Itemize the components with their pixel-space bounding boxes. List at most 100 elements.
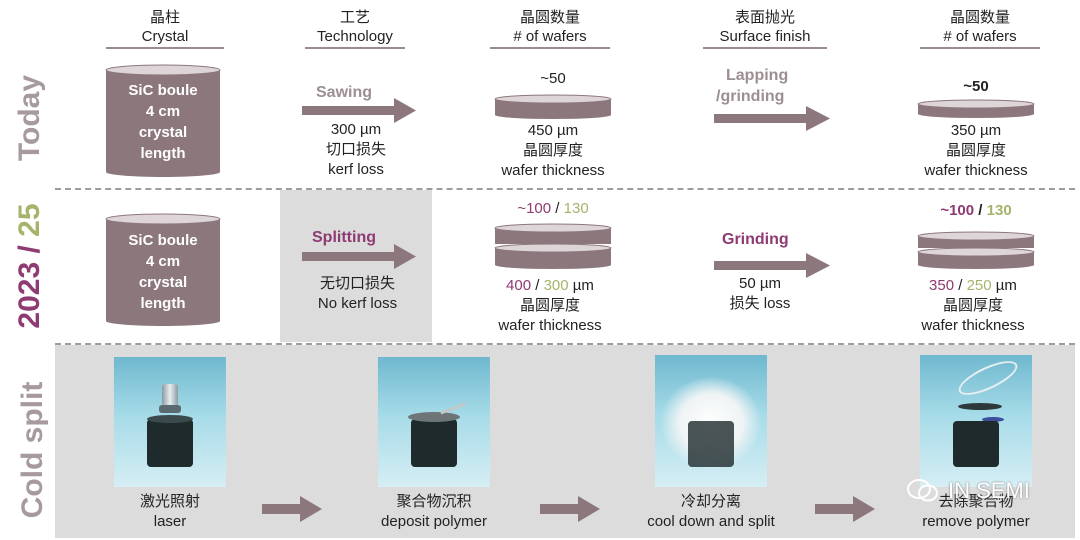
step-en: cool down and split: [647, 513, 775, 530]
boule-line: SiC boule: [128, 82, 198, 99]
wafer-edge: [982, 417, 1004, 422]
final-thickness-future: 350 / 250 µm 晶圆厚度 wafer thickness: [893, 276, 1053, 336]
header-surface: 表面抛光 Surface finish: [695, 8, 835, 49]
step-en: remove polymer: [922, 513, 1030, 530]
puck-top: [147, 415, 193, 423]
process-sawing: Sawing: [316, 84, 373, 101]
wafer-count-today: ~50: [540, 70, 566, 87]
split-wafer: [958, 403, 1002, 410]
thickness-line: 晶圆厚度: [522, 142, 583, 159]
header-technology-cn: 工艺: [339, 9, 370, 26]
header-wafers-1-cn: 晶圆数量: [519, 9, 580, 26]
laser-lens: [159, 405, 181, 413]
header-technology: 工艺 Technology: [295, 8, 415, 49]
step-cn: 聚合物沉积: [396, 493, 472, 510]
thickness-b: 250: [966, 277, 992, 294]
wafer-future-1: [494, 223, 612, 269]
thickness-en: wafer thickness: [498, 317, 602, 334]
boule-today-label: SiC boule 4 cm crystal length: [106, 80, 220, 164]
header-crystal: 晶柱 Crystal: [100, 8, 230, 49]
step-cn: 去除聚合物: [938, 493, 1014, 510]
header-underline: [106, 47, 224, 49]
header-underline: [920, 47, 1040, 49]
splitting-highlight: [280, 190, 432, 342]
no-kerf-line: No kerf loss: [317, 295, 398, 312]
step-cool-down: 冷却分离 cool down and split: [625, 492, 797, 532]
header-wafers-2-cn: 晶圆数量: [949, 9, 1010, 26]
thickness-cn: 晶圆厚度: [519, 297, 580, 314]
photo-cool-down: [655, 355, 767, 487]
no-kerf-line: 无切口损失: [319, 275, 395, 292]
arrow-cold-2: [540, 496, 600, 522]
thickness-a: 350: [929, 277, 955, 294]
thickness-line: 450 µm: [527, 122, 579, 139]
thickness-today: 450 µm 晶圆厚度 wafer thickness: [478, 121, 628, 181]
header-surface-en: Surface finish: [719, 28, 811, 45]
final-count-future: ~100 / 130: [901, 201, 1051, 221]
thickness-unit: µm: [991, 277, 1017, 294]
watermark: IN SEMI: [948, 478, 1030, 503]
wechat-icon: [906, 478, 940, 504]
step-en: deposit polymer: [381, 513, 487, 530]
arrow-cold-3: [815, 496, 875, 522]
sic-puck: [147, 419, 193, 467]
count-b: 130: [563, 200, 589, 217]
final-thickness-en: wafer thickness: [921, 317, 1025, 334]
thickness-line: wafer thickness: [501, 162, 605, 179]
arrow-sawing: [302, 98, 416, 123]
kerf-loss-today: 300 µm 切口损失 kerf loss: [296, 120, 416, 180]
thickness-future: 400 / 300 µm 晶圆厚度 wafer thickness: [470, 276, 630, 336]
arrow-lapping: [714, 106, 830, 131]
finish-grinding: Grinding: [722, 231, 789, 248]
kerf-loss-line: 切口损失: [325, 141, 386, 158]
finish-lapping-line: Lapping: [726, 67, 789, 84]
step-deposit-polymer: 聚合物沉积 deposit polymer: [354, 492, 514, 532]
sic-puck: [688, 421, 734, 467]
header-wafers-2: 晶圆数量 # of wafers: [905, 8, 1055, 49]
step-remove-polymer: 去除聚合物 remove polymer: [896, 492, 1056, 532]
polymer-layer: [408, 412, 460, 422]
final-thickness-line: wafer thickness: [924, 162, 1028, 179]
boule-today: [105, 64, 221, 177]
wafer-today-2: [917, 99, 1035, 118]
step-laser: 激光照射 laser: [90, 492, 250, 532]
boule-line: crystal: [138, 274, 188, 291]
sic-puck: [411, 419, 457, 467]
photo-laser: [114, 357, 226, 487]
finish-lapping-line: /grinding: [716, 88, 785, 105]
header-wafers-1-en: # of wafers: [513, 28, 587, 45]
header-underline: [703, 47, 827, 49]
final-thickness-today: 350 µm 晶圆厚度 wafer thickness: [901, 121, 1051, 181]
thickness-unit: µm: [568, 277, 594, 294]
thickness-values: 400 / 300 µm: [470, 276, 630, 296]
boule-line: SiC boule: [128, 232, 198, 249]
no-kerf-loss: 无切口损失 No kerf loss: [290, 274, 425, 314]
process-splitting: Splitting: [312, 229, 376, 246]
header-surface-cn: 表面抛光: [734, 9, 795, 26]
count-sep: /: [974, 202, 987, 219]
header-underline: [490, 47, 610, 49]
wafer-today-1: [494, 94, 612, 119]
boule-line: length: [140, 295, 186, 312]
wafer-count-future: ~100 / 130: [478, 199, 628, 219]
boule-future-label: SiC boule 4 cm crystal length: [106, 230, 220, 314]
grinding-loss-line: 损失 loss: [729, 295, 791, 312]
thickness-a: 400: [506, 277, 532, 294]
divider-top: [55, 188, 1075, 190]
arrow-grinding: [714, 253, 830, 278]
boule-line: crystal: [138, 124, 188, 141]
kerf-loss-line: kerf loss: [328, 161, 384, 178]
boule-line: 4 cm: [145, 103, 181, 120]
laser-head: [162, 384, 178, 406]
photo-remove-polymer: [920, 355, 1032, 487]
header-wafers-1: 晶圆数量 # of wafers: [475, 8, 625, 49]
wafer-future-2: [917, 231, 1035, 269]
header-crystal-en: Crystal: [141, 28, 189, 45]
final-count-today: ~50: [963, 78, 989, 95]
header-underline: [305, 47, 405, 49]
polymer-sheet: [954, 355, 1022, 402]
step-cn: 激光照射: [139, 493, 200, 510]
arrow-splitting: [302, 244, 416, 269]
final-thickness-values: 350 / 250 µm: [893, 276, 1053, 296]
header-wafers-2-en: # of wafers: [943, 28, 1017, 45]
